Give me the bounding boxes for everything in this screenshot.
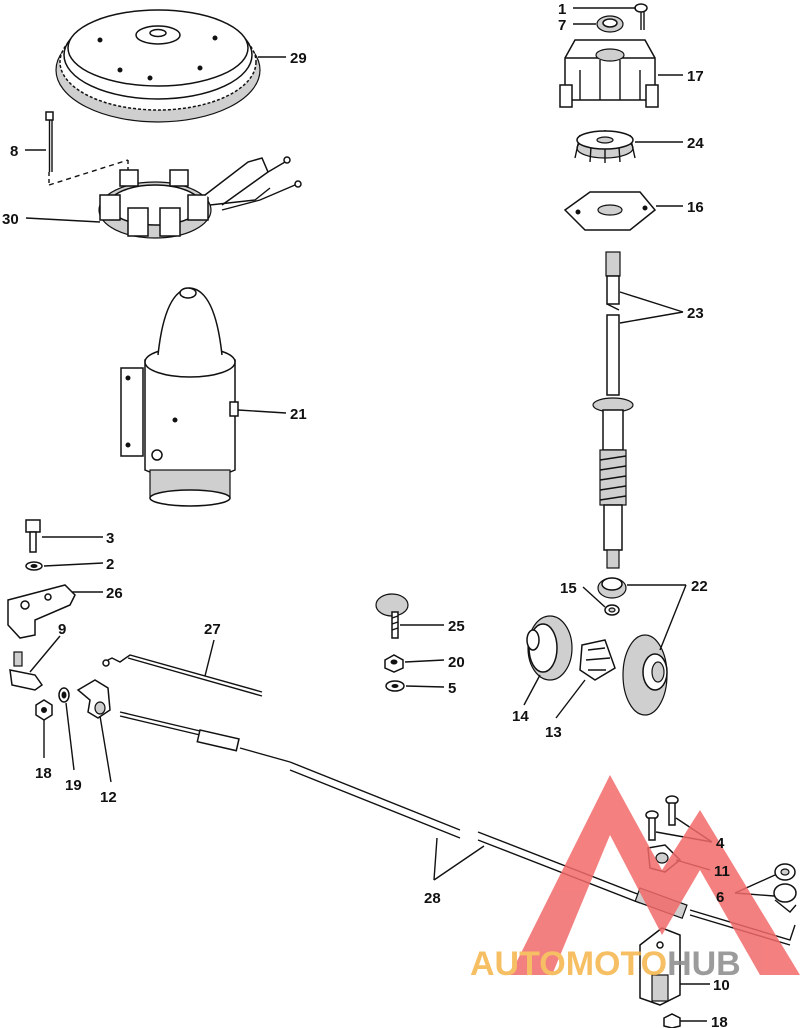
seal-part-7 [596, 15, 624, 33]
screw-part-4b [645, 810, 659, 841]
label-27: 27 [204, 621, 221, 638]
label-1: 1 [558, 1, 566, 18]
drive-shaft-part-23 [592, 251, 634, 569]
nut-part-15 [604, 604, 620, 616]
nut-part-18b [663, 1013, 681, 1028]
knob-part-25 [375, 593, 409, 639]
nut-part-20 [384, 654, 404, 673]
rod-part-27 [102, 654, 263, 697]
nut-part-6a [774, 863, 796, 881]
label-18b: 18 [711, 1014, 728, 1028]
watermark-text: AUTOMOTOHUB [470, 945, 741, 983]
pump-housing-part-17 [559, 39, 659, 108]
nut-part-18a [35, 699, 53, 721]
forward-gear-part-22 [622, 634, 668, 716]
label-12: 12 [100, 789, 117, 806]
label-13: 13 [545, 724, 562, 741]
washer-part-2 [25, 561, 43, 571]
label-20: 20 [448, 654, 465, 671]
watermark-text-part2: HUB [667, 945, 741, 983]
screw-part-1 [634, 3, 648, 30]
screw-part-4a [665, 795, 679, 826]
label-6: 6 [716, 889, 724, 906]
label-25: 25 [448, 618, 465, 635]
bracket-part-10 [639, 927, 681, 1006]
nut-part-6b [773, 883, 797, 913]
impeller-part-24 [574, 130, 636, 163]
watermark-triangle-mark [510, 775, 800, 975]
stator-bolt-part-8 [45, 111, 129, 186]
label-24: 24 [687, 135, 704, 152]
clutch-dog-part-13 [579, 639, 616, 681]
stator-part-30 [98, 156, 302, 239]
bolt-part-3 [25, 519, 41, 553]
label-3: 3 [106, 530, 114, 547]
label-18a: 18 [35, 765, 52, 782]
label-30: 30 [2, 211, 19, 228]
connector-part-9 [9, 651, 44, 691]
link-part-12 [76, 679, 111, 719]
starter-motor-part-21 [120, 287, 239, 507]
shift-lever-part-26 [7, 584, 76, 639]
label-28: 28 [424, 890, 441, 907]
label-5: 5 [448, 680, 456, 697]
label-15: 15 [560, 580, 577, 597]
label-14: 14 [512, 708, 529, 725]
label-21: 21 [290, 406, 307, 423]
part-labels: 29 8 30 21 1 7 17 24 16 23 22 15 14 13 3… [2, 1, 730, 1028]
label-22: 22 [691, 578, 708, 595]
label-11: 11 [714, 863, 730, 880]
watermark-text-part1: AUTOMOTO [470, 945, 667, 983]
flywheel-part-29 [55, 9, 261, 123]
label-17: 17 [687, 68, 704, 85]
label-26: 26 [106, 585, 123, 602]
label-23: 23 [687, 305, 704, 322]
label-4: 4 [716, 835, 725, 852]
label-8: 8 [10, 143, 18, 160]
label-10: 10 [713, 977, 730, 994]
washer-part-5 [385, 680, 405, 692]
label-9: 9 [58, 621, 66, 638]
label-2: 2 [106, 556, 114, 573]
leader-lines [25, 7, 776, 1022]
label-16: 16 [687, 199, 704, 216]
plate-part-16 [563, 191, 657, 231]
label-19: 19 [65, 777, 82, 794]
washer-part-19 [58, 687, 70, 703]
reverse-gear-part-14 [526, 615, 573, 681]
label-29: 29 [290, 50, 307, 67]
label-7: 7 [558, 17, 566, 34]
watermark-logo: AUTOMOTOHUB [470, 775, 800, 983]
pinion-gear-part-22 [597, 577, 627, 599]
